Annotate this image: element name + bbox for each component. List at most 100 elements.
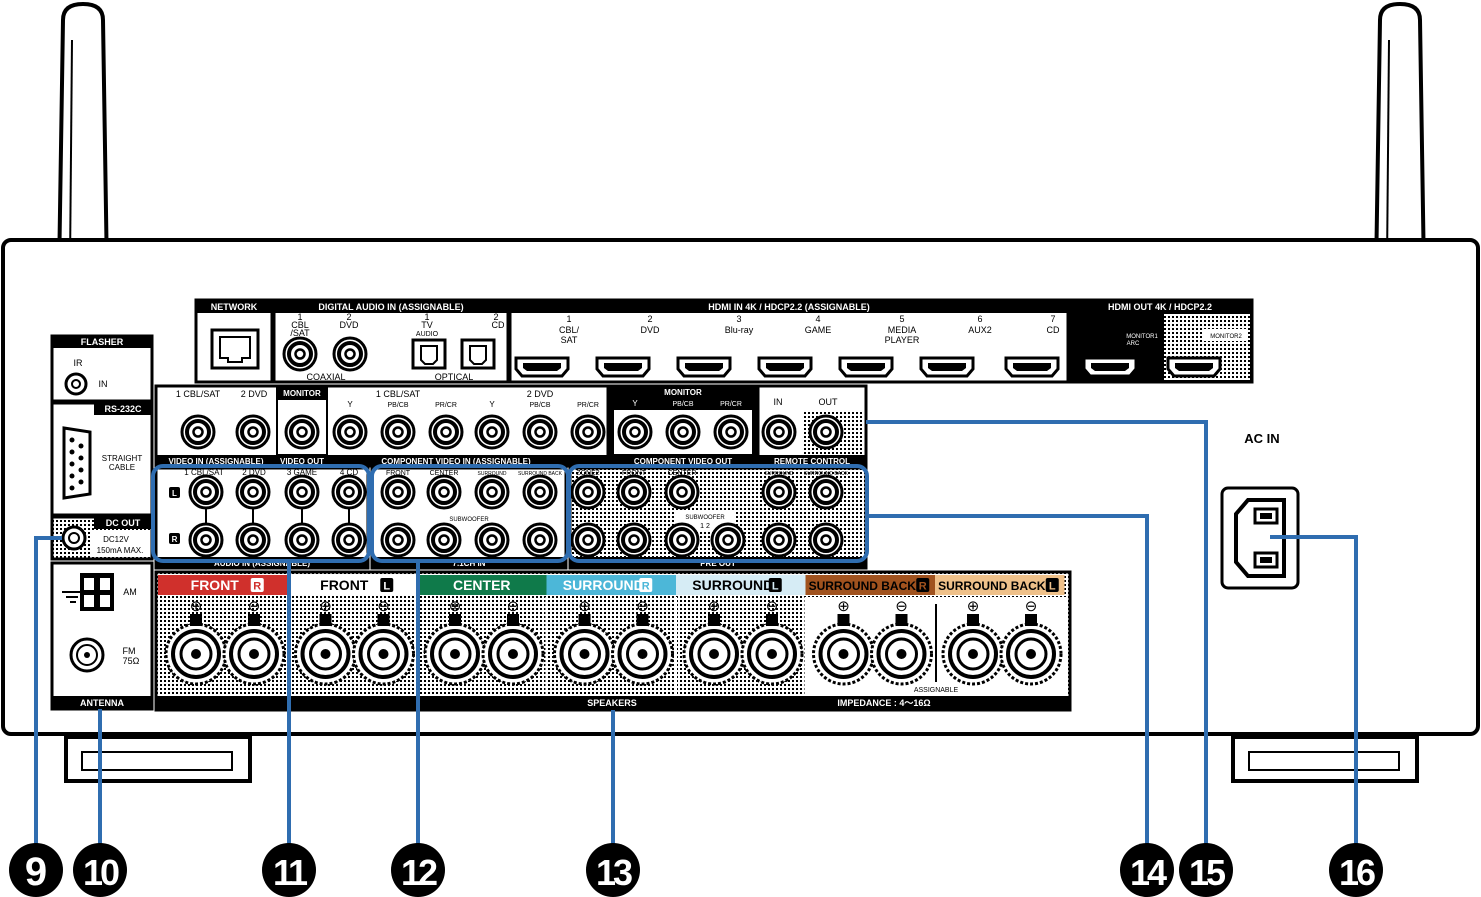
callout-9-line [34, 536, 62, 850]
audio-in-4-l-jack[interactable] [331, 474, 367, 510]
comp-out-y: Y [632, 399, 638, 408]
video-in-1-jack[interactable] [180, 414, 216, 450]
pre-out-zone2-l-jack[interactable] [570, 474, 606, 510]
digital-audio-in-label: DIGITAL AUDIO IN (ASSIGNABLE) [318, 302, 463, 312]
optical-1-jack[interactable] [411, 338, 447, 370]
rs232c-port[interactable] [62, 426, 92, 500]
audio-in-2-r-jack[interactable] [235, 522, 271, 558]
hdmi-in-5-name2: PLAYER [885, 335, 920, 345]
ch71-front-l-jack[interactable] [380, 474, 416, 510]
am-label: AM [123, 587, 137, 597]
minus-terminal-mark: ⊖ [248, 598, 261, 615]
optical-2-jack[interactable] [460, 338, 496, 370]
speaker-badge-box [1045, 578, 1059, 592]
remote-in-jack[interactable] [761, 414, 797, 450]
pre-out-front-r-jack[interactable] [616, 522, 652, 558]
speaker-channel-label: FRONT [320, 577, 369, 593]
audio-in-3-l-jack[interactable] [284, 474, 320, 510]
hdmi-in-5-port[interactable] [838, 356, 894, 378]
flasher-label: FLASHER [81, 337, 124, 347]
pre-out-surround-l-jack[interactable] [761, 474, 797, 510]
digital-audio-in-section: DIGITAL AUDIO IN (ASSIGNABLE) 1 CBL /SAT… [272, 298, 510, 384]
component-1-y-jack[interactable] [332, 414, 368, 450]
ch71-front-r-jack[interactable] [380, 522, 416, 558]
video-out-label: VIDEO OUT [280, 457, 324, 466]
pre-out-surround-back-r-jack[interactable] [808, 522, 844, 558]
dc-out-label: DC OUT [106, 518, 141, 528]
flasher-in-jack[interactable] [64, 372, 88, 396]
pre-out-subwoofer-1-jack[interactable] [664, 522, 700, 558]
video-in-2-jack[interactable] [235, 414, 271, 450]
pre-out-surround-back-l-jack[interactable] [808, 474, 844, 510]
callout-number: 11 [273, 852, 308, 893]
ch71-surround-l-jack[interactable] [474, 474, 510, 510]
callout-15-line [866, 420, 1208, 850]
remote-control-section: REMOTE CONTROL IN OUT [756, 384, 868, 468]
audio-in-4-label: 4 CD [340, 468, 358, 477]
hdmi-in-4-port[interactable] [757, 356, 813, 378]
coaxial-1-jack[interactable] [282, 336, 318, 372]
audio-in-4-r-jack[interactable] [331, 522, 367, 558]
audio-in-2-l-jack[interactable] [235, 474, 271, 510]
pre-out-center-jack[interactable] [664, 474, 700, 510]
audio-in-1-l-jack[interactable] [188, 474, 224, 510]
pre-out-surround-r-jack[interactable] [761, 522, 797, 558]
pre-out-zone2-r-jack[interactable] [570, 522, 606, 558]
ch71-surround-r-jack[interactable] [474, 522, 510, 558]
hdmi-in-6-port[interactable] [919, 356, 975, 378]
hdmi-in-7-port[interactable] [1004, 356, 1060, 378]
component-out-pb-jack[interactable] [665, 414, 701, 450]
ch71-center-r-jack[interactable] [426, 522, 462, 558]
coax-1-name2: /SAT [290, 328, 310, 338]
audio-in-3-r-jack[interactable] [284, 522, 320, 558]
ch71-center-l-jack[interactable] [426, 474, 462, 510]
hdmi-in-1-port[interactable] [514, 356, 570, 378]
ch71-in-section: 7.1CH IN FRONT CENTER SURROUND SURROUND … [370, 466, 568, 570]
comp-in-1-label: 1 CBL/SAT [376, 389, 421, 399]
callout-highlights [151, 464, 869, 563]
ch71-surround-back-r-jack[interactable] [522, 522, 558, 558]
am-antenna-terminal[interactable] [62, 573, 114, 611]
pre-out-subwoofer-2-jack[interactable] [710, 522, 746, 558]
ethernet-port[interactable] [210, 328, 260, 370]
fm-antenna-jack[interactable] [69, 637, 105, 673]
callout-circle [391, 843, 445, 897]
component-2-pr-jack[interactable] [570, 414, 606, 450]
component-2-y-jack[interactable] [474, 414, 510, 450]
component-1-pr-jack[interactable] [428, 414, 464, 450]
video-out-monitor-jack[interactable] [284, 414, 320, 450]
pre-out-front-l-jack[interactable] [616, 474, 652, 510]
component-out-pr-jack[interactable] [713, 414, 749, 450]
speaker-channel-badge: R [642, 581, 650, 593]
ch71-surround-back-l-jack[interactable] [522, 474, 558, 510]
hdmi-out-monitor2-port[interactable] [1166, 356, 1222, 378]
audio-in-3-label: 3 GAME [287, 468, 317, 477]
flasher-in-label: IN [99, 379, 108, 389]
component-1-pb-jack[interactable] [380, 414, 416, 450]
antenna-section: ANTENNA AM FM 75Ω [50, 561, 154, 711]
ac-inlet[interactable] [1234, 498, 1286, 578]
component-out-y-jack[interactable] [617, 414, 653, 450]
speaker-channel-label: SURROUND BACK [809, 579, 917, 593]
callout-circle [1120, 843, 1174, 897]
pre-out-surround-label: SURROUND [765, 471, 794, 477]
pre-out-label: PRE OUT [700, 559, 736, 568]
comp-2-pr: PR/CR [577, 402, 599, 409]
hdmi-in-1-name2: SAT [561, 335, 578, 345]
audio-in-1-r-jack[interactable] [188, 522, 224, 558]
component-2-pb-jack[interactable] [522, 414, 558, 450]
hdmi-in-3-port[interactable] [676, 356, 732, 378]
pre-out-sw-numbers: 1 2 [700, 523, 710, 530]
callout-number: 9 [25, 850, 47, 894]
dc-out-jack[interactable] [61, 525, 87, 551]
hdmi-in-2-port[interactable] [595, 356, 651, 378]
remote-out-jack[interactable] [808, 414, 844, 450]
speakers-label: SPEAKERS [587, 698, 637, 708]
hdmi-out-monitor1-port[interactable] [1082, 356, 1138, 378]
coaxial-2-jack[interactable] [332, 336, 368, 372]
